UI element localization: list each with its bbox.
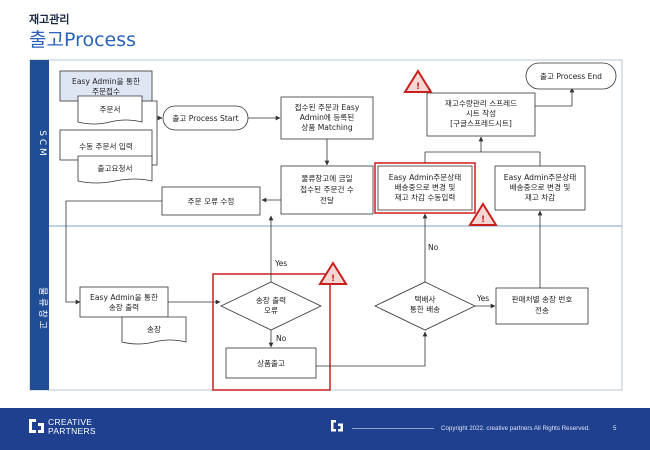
logo-icon [29,419,44,433]
edge-label-no-1: No [276,334,287,343]
matching-line2: Admin에 등록된 [300,112,355,122]
ship-out-label: 상품출고 [257,358,285,368]
warehouse-transfer-process: 물류창고에 금일 접수된 주문건 수 전달 [280,165,374,215]
decision-courier-line1: 택배사 [415,294,436,304]
highlight-frame [212,273,331,391]
lane-label-scm: S C M [37,130,47,155]
status-auto-line1: Easy Admin주문상태 [504,172,576,182]
inventory-line2: 시트 작성 [466,108,496,118]
edge-errorfix-to-invoice [65,200,162,305]
logo-line2: PARTNERS [48,426,96,436]
invoice-transfer-line2: 전송 [535,305,549,315]
transfer-line2: 접수된 주문건 수 [300,184,354,194]
warning-icon-manual: ! [468,202,498,226]
invoice-print-line1: Easy Admin을 통한 [90,293,158,302]
warning-icon-inventory: ! [403,69,433,93]
status-auto-line3: 재고 차감 [525,192,555,202]
end-label: 출고 Process End [540,71,602,81]
page-number: 5 [613,425,617,432]
inventory-sheet-process: 재고수량관리 스프레드 시트 작성 [구글스프레드시트] [426,92,536,137]
matching-line1: 접수된 주문과 Easy [295,102,360,112]
warning-mark-3: ! [331,274,335,284]
lane-bar [30,60,49,390]
status-manual-line3: 재고 차감 수동입력 [395,192,456,202]
status-manual-line1: Easy Admin주문상태 [389,172,461,182]
inventory-line1: 재고수량관리 스프레드 [445,98,517,108]
ship-out-process: 상품출고 [225,347,317,379]
logo-wordmark: CREATIVE PARTNERS [48,418,96,436]
logo-line1: CREATIVE [48,417,93,427]
decision-courier-line2: 통한 배송 [410,305,440,314]
footer-bar [0,408,650,450]
manual-order-label: 수동 주문서 입력 [79,142,133,151]
edge-label-yes-1: Yes [274,259,287,268]
invoice-document: 송장 [121,316,187,345]
shipping-request-document: 출고요청서 [77,155,153,184]
edge-label-yes-2: Yes [476,294,489,303]
page-title: 출고Process [29,29,137,51]
decision-print-line1: 송장 출력 [256,295,286,305]
status-manual-line2: 배송중으로 변경 및 [395,182,456,192]
manual-order-document: 수동 주문서 입력 [59,129,153,161]
edge-label-no-2: No [428,243,439,252]
invoice-doc-label: 송장 [147,324,161,334]
edge-shipout-to-courier [316,331,428,367]
copyright-text: Copyright 2022. creative partners All Ri… [441,425,590,432]
order-error-fix-process: 주문 오류 수정 [161,186,261,216]
transfer-line3: 전달 [320,195,334,205]
end-terminator: 출고 Process End [525,62,617,90]
order-intake-line2: 주문접수 [92,87,120,96]
status-manual-process: Easy Admin주문상태 배송중으로 변경 및 재고 차감 수동입력 [374,162,476,214]
warning-mark-1: ! [416,82,420,92]
process-diagram: S C M 물 류 창 고 Easy Admin을 통한 주문접수 주문서 수동… [29,59,623,391]
invoice-print-line2: 송장 출력 [109,302,139,312]
docs-bracket [152,100,158,166]
decision-print-line2: 오류 [264,306,278,315]
transfer-line1: 물류창고에 금일 [301,174,352,183]
invoice-transfer-line1: 판매처별 송장 번호 [512,294,573,304]
status-auto-line2: 배송중으로 변경 및 [510,182,571,192]
shipping-request-label: 출고요청서 [98,163,133,173]
warning-mark-2: ! [481,215,485,225]
order-intake-line1: Easy Admin을 통한 [72,77,140,86]
inventory-line3: [구글스프레드시트] [450,119,512,128]
status-auto-process: Easy Admin주문상태 배송중으로 변경 및 재고 차감 [494,165,586,211]
footer-rule [352,428,434,429]
error-fix-label: 주문 오류 수정 [188,196,235,206]
invoice-print-process: Easy Admin을 통한 송장 출력 [79,286,169,318]
center-logo-icon [331,420,343,432]
order-doc-label: 주문서 [100,105,121,114]
decision-courier: 택배사 통한 배송 [374,281,476,331]
header-subtitle: 재고관리 [29,13,70,26]
matching-process: 접수된 주문과 Easy Admin에 등록된 상품 Matching [280,96,374,140]
warning-icon-print-error: ! [318,261,348,285]
invoice-transfer-process: 판매처별 송장 번호 전송 [495,287,589,325]
order-doc-document: 주문서 [77,95,143,125]
start-label: 출고 Process Start [172,113,238,123]
lane-label-warehouse: 물 류 창 고 [37,287,48,329]
matching-line3: 상품 Matching [301,122,352,132]
start-terminator: 출고 Process Start [162,105,249,131]
